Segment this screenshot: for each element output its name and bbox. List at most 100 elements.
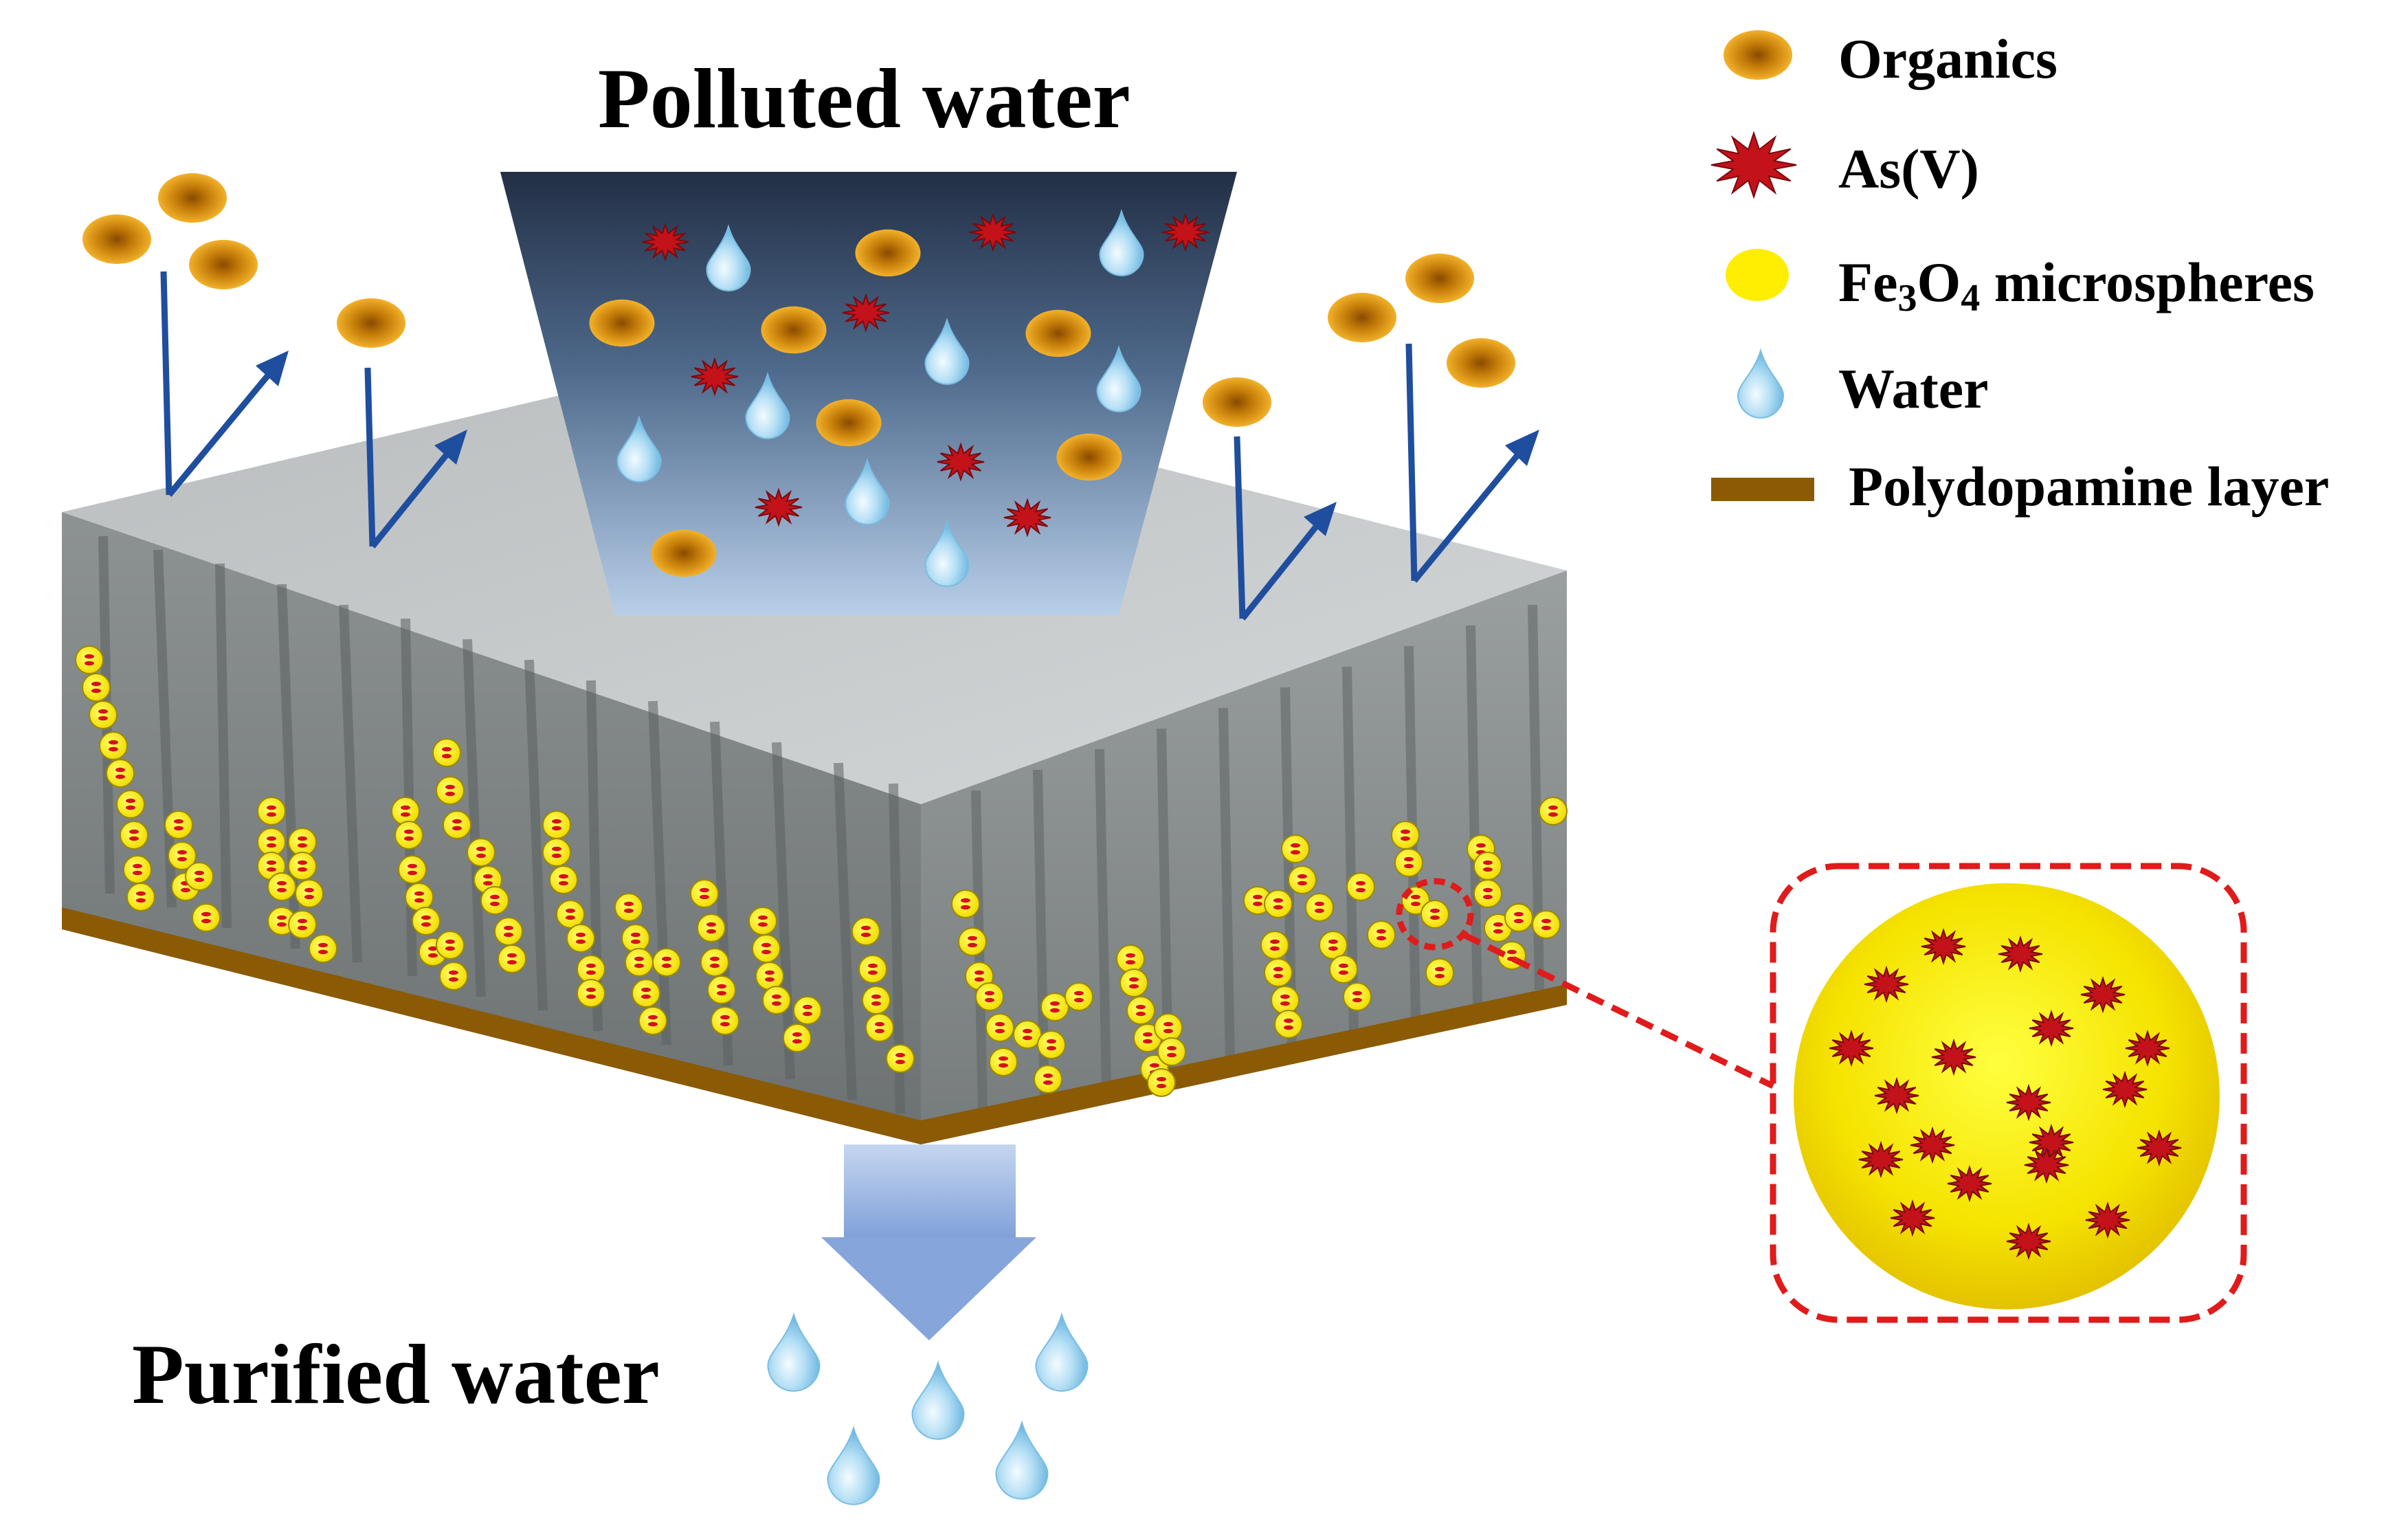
fe3o4-microsphere-icon: [1040, 993, 1069, 1021]
arsenate-icon: [1003, 498, 1051, 538]
fe3o4-ball-body: [185, 862, 214, 891]
fe3o4-ball-body: [1281, 834, 1310, 863]
fe3o4-ball-body: [1264, 958, 1293, 987]
arsenate-icon: [1947, 1164, 1992, 1203]
arsenate-dot: [404, 836, 414, 841]
arsenate-icon: [1829, 1029, 1874, 1067]
fe3o4-ball-body: [436, 931, 465, 960]
arsenate-dot: [961, 905, 970, 910]
fe3o4-microsphere-icon: [257, 797, 286, 826]
fe3o4-ball-body: [614, 893, 643, 922]
arsenate-dot: [1356, 881, 1365, 886]
fe3o4-ball-body: [762, 986, 791, 1015]
arsenate-dot: [109, 740, 118, 745]
fe3o4-microsphere-icon: [1064, 982, 1093, 1011]
arsenate-dot: [91, 681, 101, 687]
fe3o4-ball-body: [439, 962, 468, 990]
fe3o4-ball-body: [958, 927, 987, 956]
arsenate-dot: [1253, 894, 1262, 900]
fe3o4-ball-body: [1274, 1010, 1303, 1039]
zoom-box: [1770, 863, 2247, 1323]
fe3o4-microsphere-icon: [793, 996, 822, 1025]
fe3o4-microsphere-icon: [467, 838, 495, 867]
fe3o4-microsphere-icon: [632, 979, 660, 1008]
arsenate-dot: [961, 898, 970, 903]
arsenate-icon: [641, 222, 689, 262]
arsenate-dot: [634, 963, 644, 968]
fe3o4-ball-body: [267, 872, 296, 901]
arsenate-dot: [1126, 953, 1135, 958]
fe3o4-microsphere-icon: [405, 883, 434, 911]
fe3o4-ball-body: [1394, 848, 1423, 877]
arsenate-icon: [1874, 1076, 1919, 1115]
fe3o4-ball-body: [443, 810, 471, 839]
arsenate-dot: [504, 932, 513, 938]
fe3o4-ball-body: [985, 1013, 1014, 1042]
fe3o4-ball-body: [542, 838, 571, 867]
arsenate-dot: [1023, 1028, 1032, 1034]
arsenate-dot: [1315, 901, 1324, 907]
arsenate-icon: [1910, 1126, 1955, 1164]
arsenate-dot: [720, 1015, 730, 1020]
fe3o4-microsphere-icon: [1391, 821, 1420, 850]
arsenate-dot: [875, 1021, 884, 1027]
arsenate-dot: [861, 925, 871, 931]
fe3o4-microsphere-icon: [1539, 797, 1568, 826]
fe3o4-ball-body: [1305, 893, 1334, 922]
arsenate-dot: [700, 887, 709, 893]
fe3o4-microsphere-icon: [106, 759, 135, 788]
arsenate-dot: [1376, 935, 1386, 941]
arsenate-dot: [1163, 1021, 1173, 1027]
arsenate-dot: [98, 709, 108, 714]
rejection-arrow-3: [1234, 436, 1337, 621]
arsenate-dot: [985, 997, 994, 1003]
funnel-contaminants: [589, 209, 1209, 587]
arsenate-dot: [717, 984, 726, 989]
organic-particle-icon: [189, 240, 258, 289]
arsenate-icon: [2137, 1129, 2182, 1167]
arsenate-dot: [277, 881, 287, 886]
fe3o4-microsphere-icon: [851, 917, 880, 946]
arsenate-dot: [1150, 1063, 1159, 1068]
arsenate-dot: [133, 870, 142, 876]
arsenate-dot: [414, 898, 424, 903]
arsenate-dot: [428, 953, 438, 958]
fe3o4-ball-body: [1343, 982, 1372, 1011]
arsenate-dot: [1339, 970, 1348, 975]
fe3o4-microsphere-icon: [697, 914, 726, 942]
fe3o4-microsphere-icon: [1473, 852, 1502, 881]
arsenate-dot: [318, 942, 328, 948]
organic-particle-icon: [855, 229, 921, 277]
arsenate-dot: [700, 894, 709, 900]
arsenate-dot: [1167, 1052, 1177, 1058]
arsenate-dot: [401, 805, 410, 810]
water-drop-icon: [995, 1420, 1049, 1500]
fe3o4-microsphere-icon: [1394, 848, 1423, 877]
organic-particle-icon: [337, 298, 405, 348]
arsenate-dot: [445, 939, 455, 944]
arsenate-dot: [136, 891, 146, 896]
arsenate-dot: [452, 819, 462, 824]
fe3o4-microsphere-icon: [1346, 872, 1375, 901]
arsenate-dot: [1404, 863, 1414, 869]
fe3o4-microsphere-icon: [690, 879, 719, 908]
fe3o4-ball-body: [752, 934, 781, 963]
arsenate-dot: [552, 826, 561, 831]
fe3o4-ball-body: [257, 797, 286, 826]
arsenate-dot: [277, 915, 287, 920]
fe3o4-microspheres-in-pores: [75, 645, 1568, 1097]
arsenate-dot: [504, 925, 513, 931]
organic-particle-icon: [1328, 293, 1396, 342]
arsenate-dot: [476, 853, 486, 859]
fe3o4-ball-body: [1319, 931, 1348, 960]
arsenate-dot: [267, 836, 276, 841]
arsenate-dot: [304, 894, 314, 900]
arsenate-dot: [586, 970, 596, 975]
fe3o4-microsphere-icon: [439, 962, 468, 990]
water-drop-icon: [1035, 1312, 1089, 1392]
fe3o4-microsphere-icon: [126, 883, 155, 911]
fe3o4-ball-body: [1288, 865, 1317, 894]
arsenate-dot: [1430, 915, 1440, 920]
fe3o4-ball-body: [126, 883, 155, 911]
arsenate-dot: [404, 829, 414, 834]
